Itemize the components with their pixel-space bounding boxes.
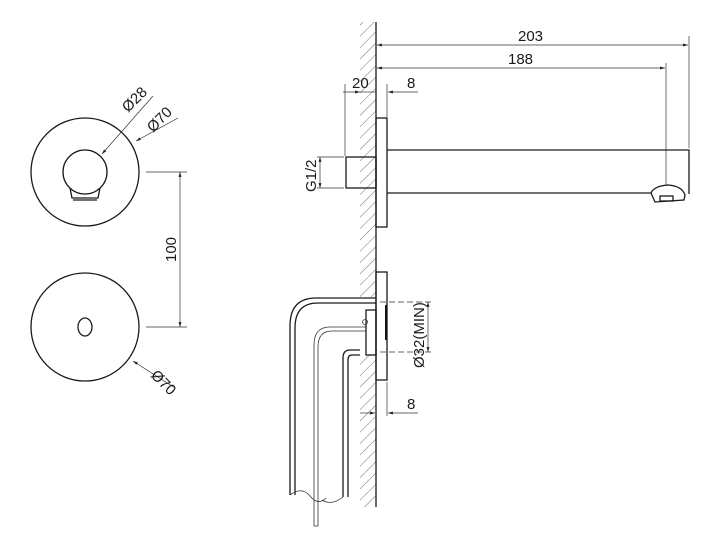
dim-leader-d70-bottom <box>132 360 176 389</box>
dim-min-bore: Ø32(MIN) <box>380 301 432 368</box>
label-20: 20 <box>352 75 369 92</box>
dim-bottom-flange: 8 <box>360 382 418 416</box>
dim-thread: G1/2 <box>303 156 344 192</box>
front-view-top: Ø28 Ø70 <box>30 84 179 227</box>
label-100: 100 <box>163 237 180 262</box>
spout-circle <box>62 149 108 195</box>
label-8-bottom: 8 <box>407 396 415 413</box>
break-line-right <box>321 496 344 503</box>
sensor-assembly <box>289 271 388 527</box>
label-g12: G1/2 <box>303 159 320 192</box>
conduit-inner-wall <box>342 349 360 497</box>
conduit-outer-wall <box>289 297 376 495</box>
label-d32-min: Ø32(MIN) <box>411 302 428 368</box>
dim-vertical-spacing: 100 <box>146 171 187 328</box>
wall-section <box>360 22 377 507</box>
sensor-window <box>77 317 93 337</box>
spout-outlet-shape <box>69 187 101 199</box>
escutcheon-outer-circle <box>30 117 140 227</box>
label-8-top: 8 <box>407 75 415 92</box>
dim-leader-d70-top <box>135 117 179 142</box>
sensor-connector <box>365 309 377 356</box>
front-view-bottom: Ø70 <box>30 272 179 399</box>
spout-body <box>387 149 690 194</box>
sensor-cable <box>313 326 366 526</box>
label-d70-bottom: Ø70 <box>147 367 179 399</box>
dim-top-flange: 8 <box>386 75 418 117</box>
label-d70-top: Ø70 <box>144 104 176 136</box>
dim-spout-length: 188 <box>377 51 667 185</box>
label-188: 188 <box>508 51 533 68</box>
label-203: 203 <box>518 28 543 45</box>
dim-inlet-depth: 20 <box>343 75 376 156</box>
spout-aerator <box>650 184 686 203</box>
sensor-outer-circle <box>30 272 140 382</box>
spout-assembly <box>345 117 690 228</box>
label-d28: Ø28 <box>119 84 151 116</box>
dim-leader-d28 <box>101 95 154 155</box>
break-line-left <box>289 490 327 502</box>
spout-flange <box>375 117 388 228</box>
dim-overall-length: 203 <box>377 28 690 148</box>
